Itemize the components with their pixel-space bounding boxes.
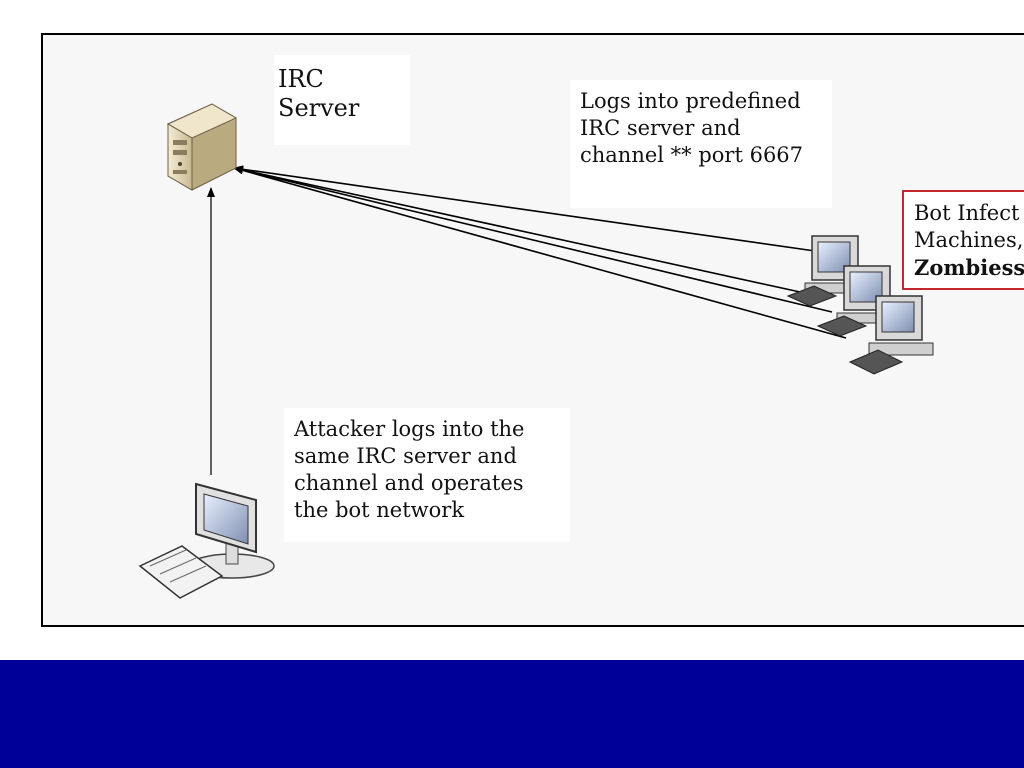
irc-server-label-line2: Server (278, 94, 360, 122)
zombie-pc-cluster-icon (786, 235, 934, 375)
attacker-note-label: Attacker logs into the same IRC server a… (284, 408, 570, 542)
bot-connection-line (233, 166, 833, 313)
attacker-workstation-icon (138, 482, 275, 599)
footer-bar (0, 660, 1024, 768)
zombie-pc-icon (786, 235, 864, 307)
zombie-pc-icon (816, 265, 896, 337)
diagram-canvas (138, 103, 934, 599)
login-note-label: Logs into predefined IRC server and chan… (570, 80, 832, 208)
bot-connection-line (233, 166, 847, 339)
bot-label-line1: Bot Infect (914, 201, 1020, 225)
bot-connections (233, 165, 847, 339)
bot-label-line2: Machines, (914, 228, 1024, 252)
irc-server-label-line1: IRC (278, 65, 324, 93)
server-tower-icon (166, 103, 238, 191)
bot-connection-line (233, 165, 823, 253)
zombie-pc-icon (848, 295, 934, 375)
bot-connection-line (233, 166, 801, 293)
bot-label-line3: Zombiess (914, 255, 1024, 280)
